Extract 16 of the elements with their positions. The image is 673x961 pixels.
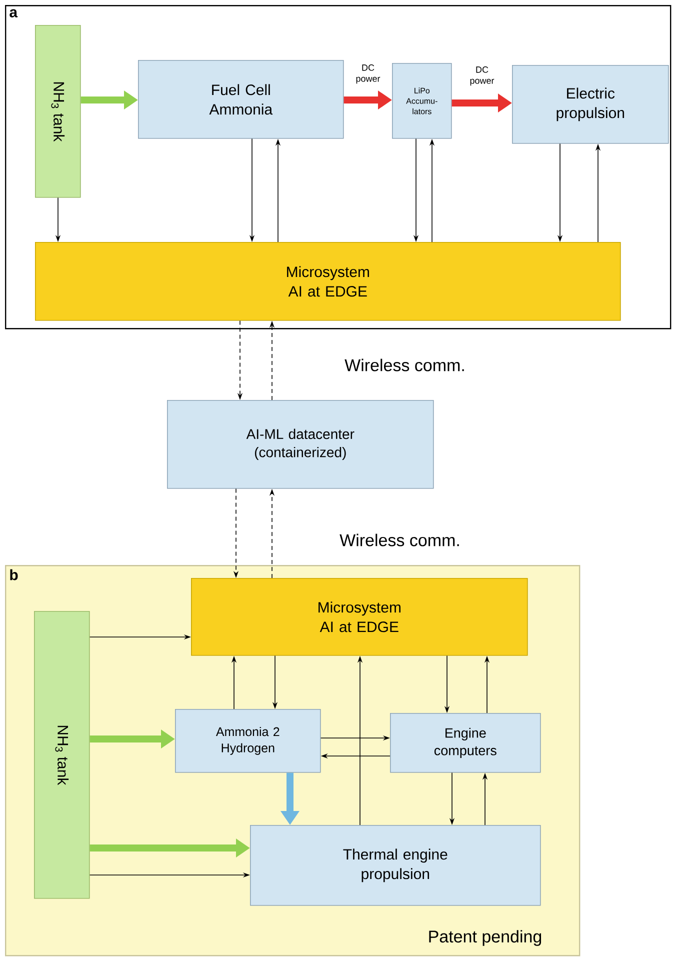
process-box: Engine computers [390,713,541,773]
process-box: Fuel Cell Ammonia [138,60,344,139]
process-box: LiPo Accumu- lators [392,63,452,139]
annotation-text: Wireless comm. [344,358,464,372]
annotation-text: Wireless comm. [340,534,459,546]
process-box: Electric propulsion [512,65,669,144]
process-box: Thermal engine propulsion [250,825,541,906]
edge-label: DC power [356,64,380,84]
process-box: Ammonia 2 Hydrogen [175,709,321,773]
annotation-text: Patent pending [429,930,542,946]
tank-box: NH$_{3}$ tank [34,611,90,899]
tank-box: NH$_{3}$ tank [35,25,81,198]
process-box: AI-ML datacenter (containerized) [167,400,434,489]
controller-box: Microsystem AI at EDGE [191,578,528,656]
edge-label: DC power [470,66,494,86]
controller-box: Microsystem AI at EDGE [35,242,621,321]
